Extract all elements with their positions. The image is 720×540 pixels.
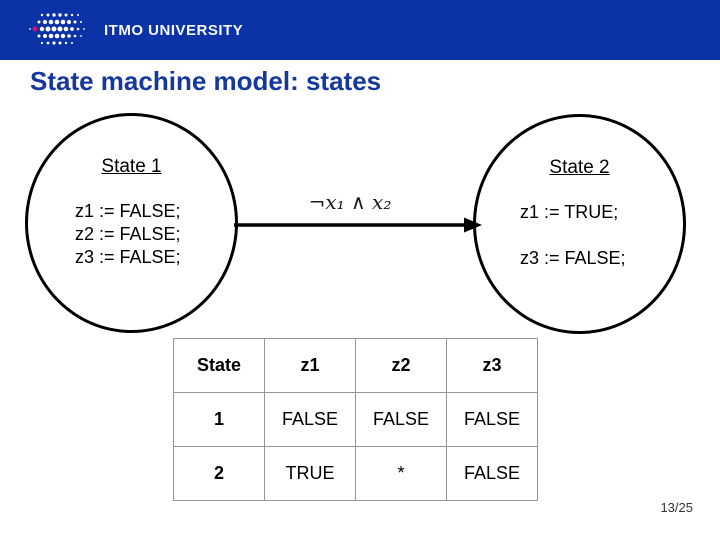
itmo-dots-logo bbox=[29, 13, 85, 45]
table-header-cell: z1 bbox=[264, 338, 356, 393]
transition-condition-label: ¬x₁ ∧ x₂ bbox=[308, 190, 392, 214]
page-number: 13/25 bbox=[660, 500, 693, 515]
assignment-line: z3 := FALSE; bbox=[520, 248, 626, 268]
slide-title: State machine model: states bbox=[30, 66, 382, 96]
state-node-1: State 1 z1 := FALSE; z2 := FALSE; z3 := FA… bbox=[25, 113, 238, 333]
transition-arrow bbox=[234, 217, 482, 233]
arrowhead-icon bbox=[464, 217, 482, 233]
state-name: State 2 bbox=[549, 157, 610, 178]
state-assignments: z1 := TRUE; z3 := FALSE; bbox=[520, 201, 626, 270]
table-cell: 2 bbox=[173, 446, 265, 501]
state-name: State 1 bbox=[101, 156, 162, 177]
assignment-line: z1 := TRUE; bbox=[520, 202, 619, 222]
table-cell: FALSE bbox=[446, 446, 538, 501]
assignment-line: z1 := FALSE; bbox=[75, 201, 181, 221]
table-cell: 1 bbox=[173, 392, 265, 447]
university-name: ITMO UNIVERSITY bbox=[104, 22, 244, 39]
logo-accent-dot bbox=[32, 26, 38, 32]
table-cell: FALSE bbox=[355, 392, 447, 447]
table-header-cell: z2 bbox=[355, 338, 447, 393]
table-cell: TRUE bbox=[264, 446, 356, 501]
assignment-line bbox=[520, 224, 626, 247]
state-node-2: State 2 z1 := TRUE; z3 := FALSE; bbox=[473, 114, 686, 334]
header-bar: ITMO UNIVERSITY bbox=[0, 0, 720, 60]
assignment-line: z3 := FALSE; bbox=[75, 247, 181, 267]
table-header-cell: z3 bbox=[446, 338, 538, 393]
table-header-cell: State bbox=[173, 338, 265, 393]
assignment-line: z2 := FALSE; bbox=[75, 224, 181, 244]
table-cell: FALSE bbox=[446, 392, 538, 447]
table-cell: FALSE bbox=[264, 392, 356, 447]
table-cell: * bbox=[355, 446, 447, 501]
state-assignments: z1 := FALSE; z2 := FALSE; z3 := FALSE; bbox=[75, 200, 181, 269]
